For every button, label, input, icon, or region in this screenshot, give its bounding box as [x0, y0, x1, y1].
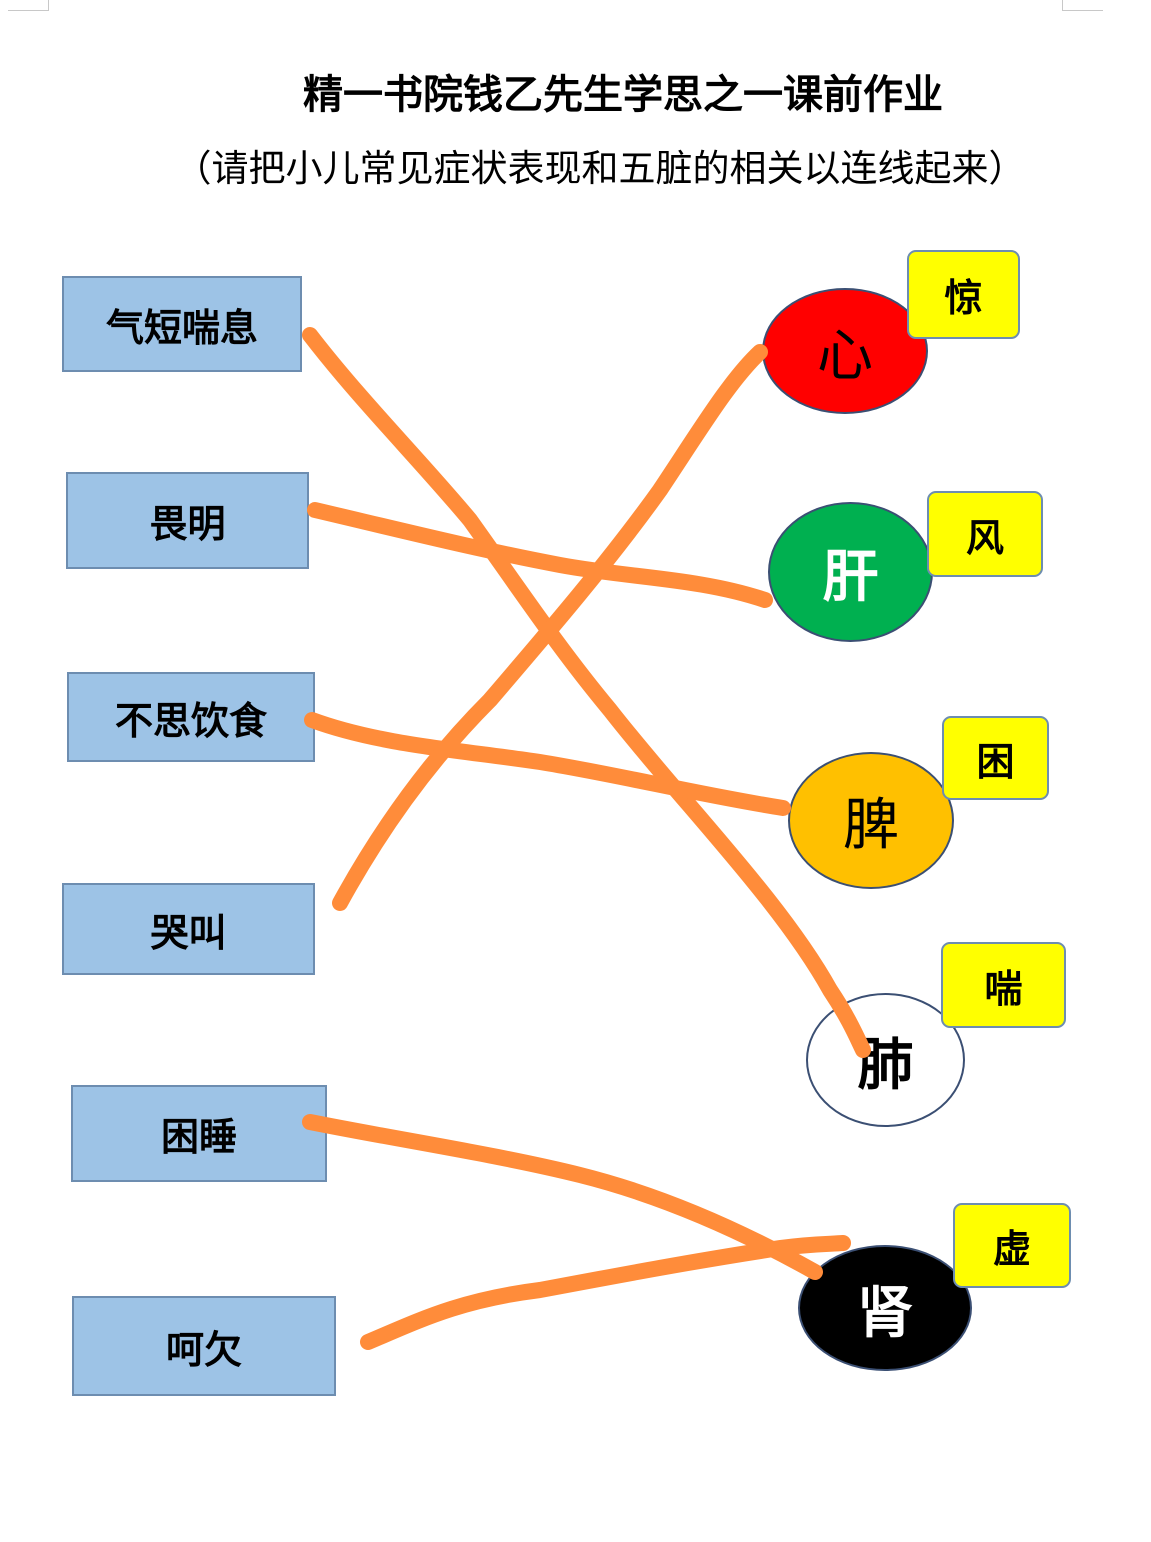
page-corner-mark-right: [1062, 0, 1103, 11]
page-title: 精一书院钱乙先生学思之一课前作业: [303, 72, 943, 118]
organ-tag-panting: 喘: [941, 942, 1066, 1028]
connection-line-breath-to-lung: [302, 327, 871, 1058]
organ-tag-fatigue: 困: [942, 716, 1049, 800]
page-subtitle: （请把小儿常见症状表现和五脏的相关以连线起来）: [174, 147, 1026, 190]
connection-line-yawning-to-kidney: [360, 1235, 851, 1350]
organ-liver-circle: 肝: [768, 502, 933, 642]
organ-tag-wind: 风: [927, 491, 1043, 577]
symptom-box-poor-appetite: 不思饮食: [67, 672, 315, 762]
symptom-box-photophobia: 畏明: [66, 472, 309, 569]
symptom-box-yawning: 呵欠: [72, 1296, 336, 1396]
symptom-box-crying: 哭叫: [62, 883, 315, 975]
connection-line-sleepiness-to-kidney: [302, 1114, 823, 1280]
organ-tag-fright: 惊: [907, 250, 1020, 339]
connection-line-appetite-to-spleen: [304, 712, 791, 816]
symptom-box-shortness-of-breath: 气短喘息: [62, 276, 302, 372]
connection-line-photophobia-to-liver: [307, 502, 773, 608]
organ-kidney-circle: 肾: [798, 1245, 972, 1371]
page-corner-mark-left: [8, 0, 49, 11]
connection-line-crying-to-heart: [332, 344, 768, 911]
symptom-box-sleepiness: 困睡: [71, 1085, 327, 1182]
organ-spleen-circle: 脾: [788, 752, 954, 889]
organ-tag-deficiency: 虚: [953, 1203, 1071, 1288]
organ-heart-circle: 心: [762, 288, 928, 414]
